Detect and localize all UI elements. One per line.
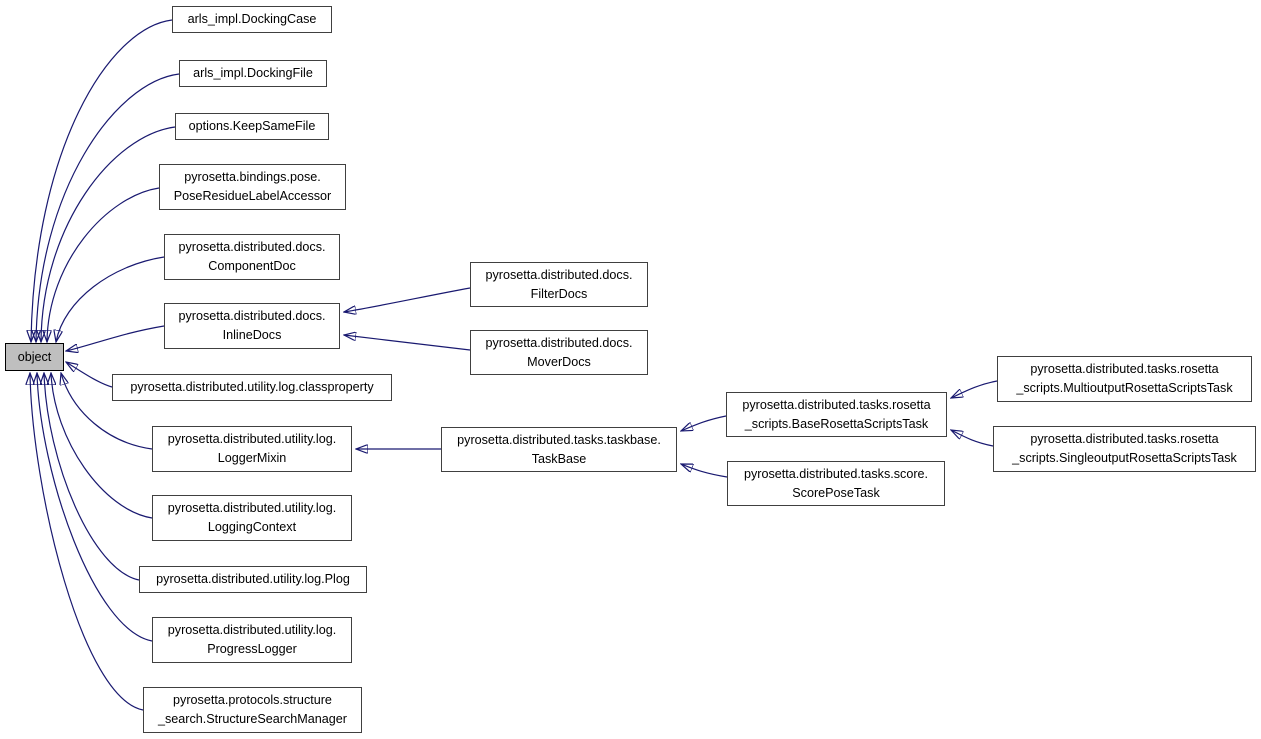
edge-multioutputrosettascriptstask-to-baserosettascriptstask xyxy=(951,380,998,398)
node-mover-docs[interactable]: pyrosetta.distributed.docs. MoverDocs xyxy=(470,330,648,375)
edge-poseresiduelabelaccessor-to-object xyxy=(47,187,160,342)
node-logger-mixin[interactable]: pyrosetta.distributed.utility.log. Logge… xyxy=(152,426,352,472)
node-keep-same-file-label: options.KeepSameFile xyxy=(188,119,316,133)
node-keep-same-file[interactable]: options.KeepSameFile xyxy=(175,113,329,140)
node-pose-residue-label-accessor[interactable]: pyrosetta.bindings.pose. PoseResidueLabe… xyxy=(159,164,346,210)
edge-inlinedocs-to-object xyxy=(66,325,165,351)
node-classproperty-label: pyrosetta.distributed.utility.log.classp… xyxy=(130,380,374,394)
edge-dockingfile-to-object xyxy=(36,73,180,342)
edge-dockingcase-to-object xyxy=(31,19,173,342)
edge-plog-to-object xyxy=(44,373,140,581)
edge-keepsamefile-to-object xyxy=(41,126,176,342)
node-progress-logger[interactable]: pyrosetta.distributed.utility.log. Progr… xyxy=(152,617,352,663)
edge-structuresearchmanager-to-object xyxy=(30,373,144,711)
node-singleoutput-rosetta-scripts-task[interactable]: pyrosetta.distributed.tasks.rosetta _scr… xyxy=(993,426,1256,472)
node-multioutput-rosetta-scripts-task[interactable]: pyrosetta.distributed.tasks.rosetta _scr… xyxy=(997,356,1252,402)
node-docking-case-label: arls_impl.DockingCase xyxy=(187,12,317,26)
node-object[interactable]: object xyxy=(5,343,64,371)
node-score-pose-task[interactable]: pyrosetta.distributed.tasks.score. Score… xyxy=(727,461,945,506)
node-structure-search-manager[interactable]: pyrosetta.protocols.structure _search.St… xyxy=(143,687,362,733)
node-plog[interactable]: pyrosetta.distributed.utility.log.Plog xyxy=(139,566,367,593)
node-component-doc[interactable]: pyrosetta.distributed.docs. ComponentDoc xyxy=(164,234,340,280)
edge-loggingcontext-to-object xyxy=(51,373,153,519)
node-docking-case[interactable]: arls_impl.DockingCase xyxy=(172,6,332,33)
node-base-rosetta-scripts-task[interactable]: pyrosetta.distributed.tasks.rosetta _scr… xyxy=(726,392,947,437)
node-plog-label: pyrosetta.distributed.utility.log.Plog xyxy=(156,572,350,586)
node-classproperty[interactable]: pyrosetta.distributed.utility.log.classp… xyxy=(112,374,392,401)
node-docking-file[interactable]: arls_impl.DockingFile xyxy=(179,60,327,87)
edge-scoreposetask-to-taskbase xyxy=(681,464,728,478)
node-filter-docs[interactable]: pyrosetta.distributed.docs. FilterDocs xyxy=(470,262,648,307)
edge-filterdocs-to-inlinedocs xyxy=(344,287,471,312)
edge-moverdocs-to-inlinedocs xyxy=(344,335,471,351)
node-inline-docs[interactable]: pyrosetta.distributed.docs. InlineDocs xyxy=(164,303,340,349)
edge-baserosettascriptstask-to-taskbase xyxy=(681,415,727,431)
edge-classproperty-to-object xyxy=(66,362,113,388)
node-logging-context[interactable]: pyrosetta.distributed.utility.log. Loggi… xyxy=(152,495,352,541)
edge-loggermixin-to-object xyxy=(61,373,153,450)
node-docking-file-label: arls_impl.DockingFile xyxy=(193,66,313,80)
edge-singleoutputrosettascriptstask-to-baserosettascriptstask xyxy=(951,430,994,447)
node-object-label: object xyxy=(17,349,52,364)
edge-progresslogger-to-object xyxy=(37,373,153,642)
node-task-base[interactable]: pyrosetta.distributed.tasks.taskbase. Ta… xyxy=(441,427,677,472)
edge-componentdoc-to-object xyxy=(56,256,165,342)
